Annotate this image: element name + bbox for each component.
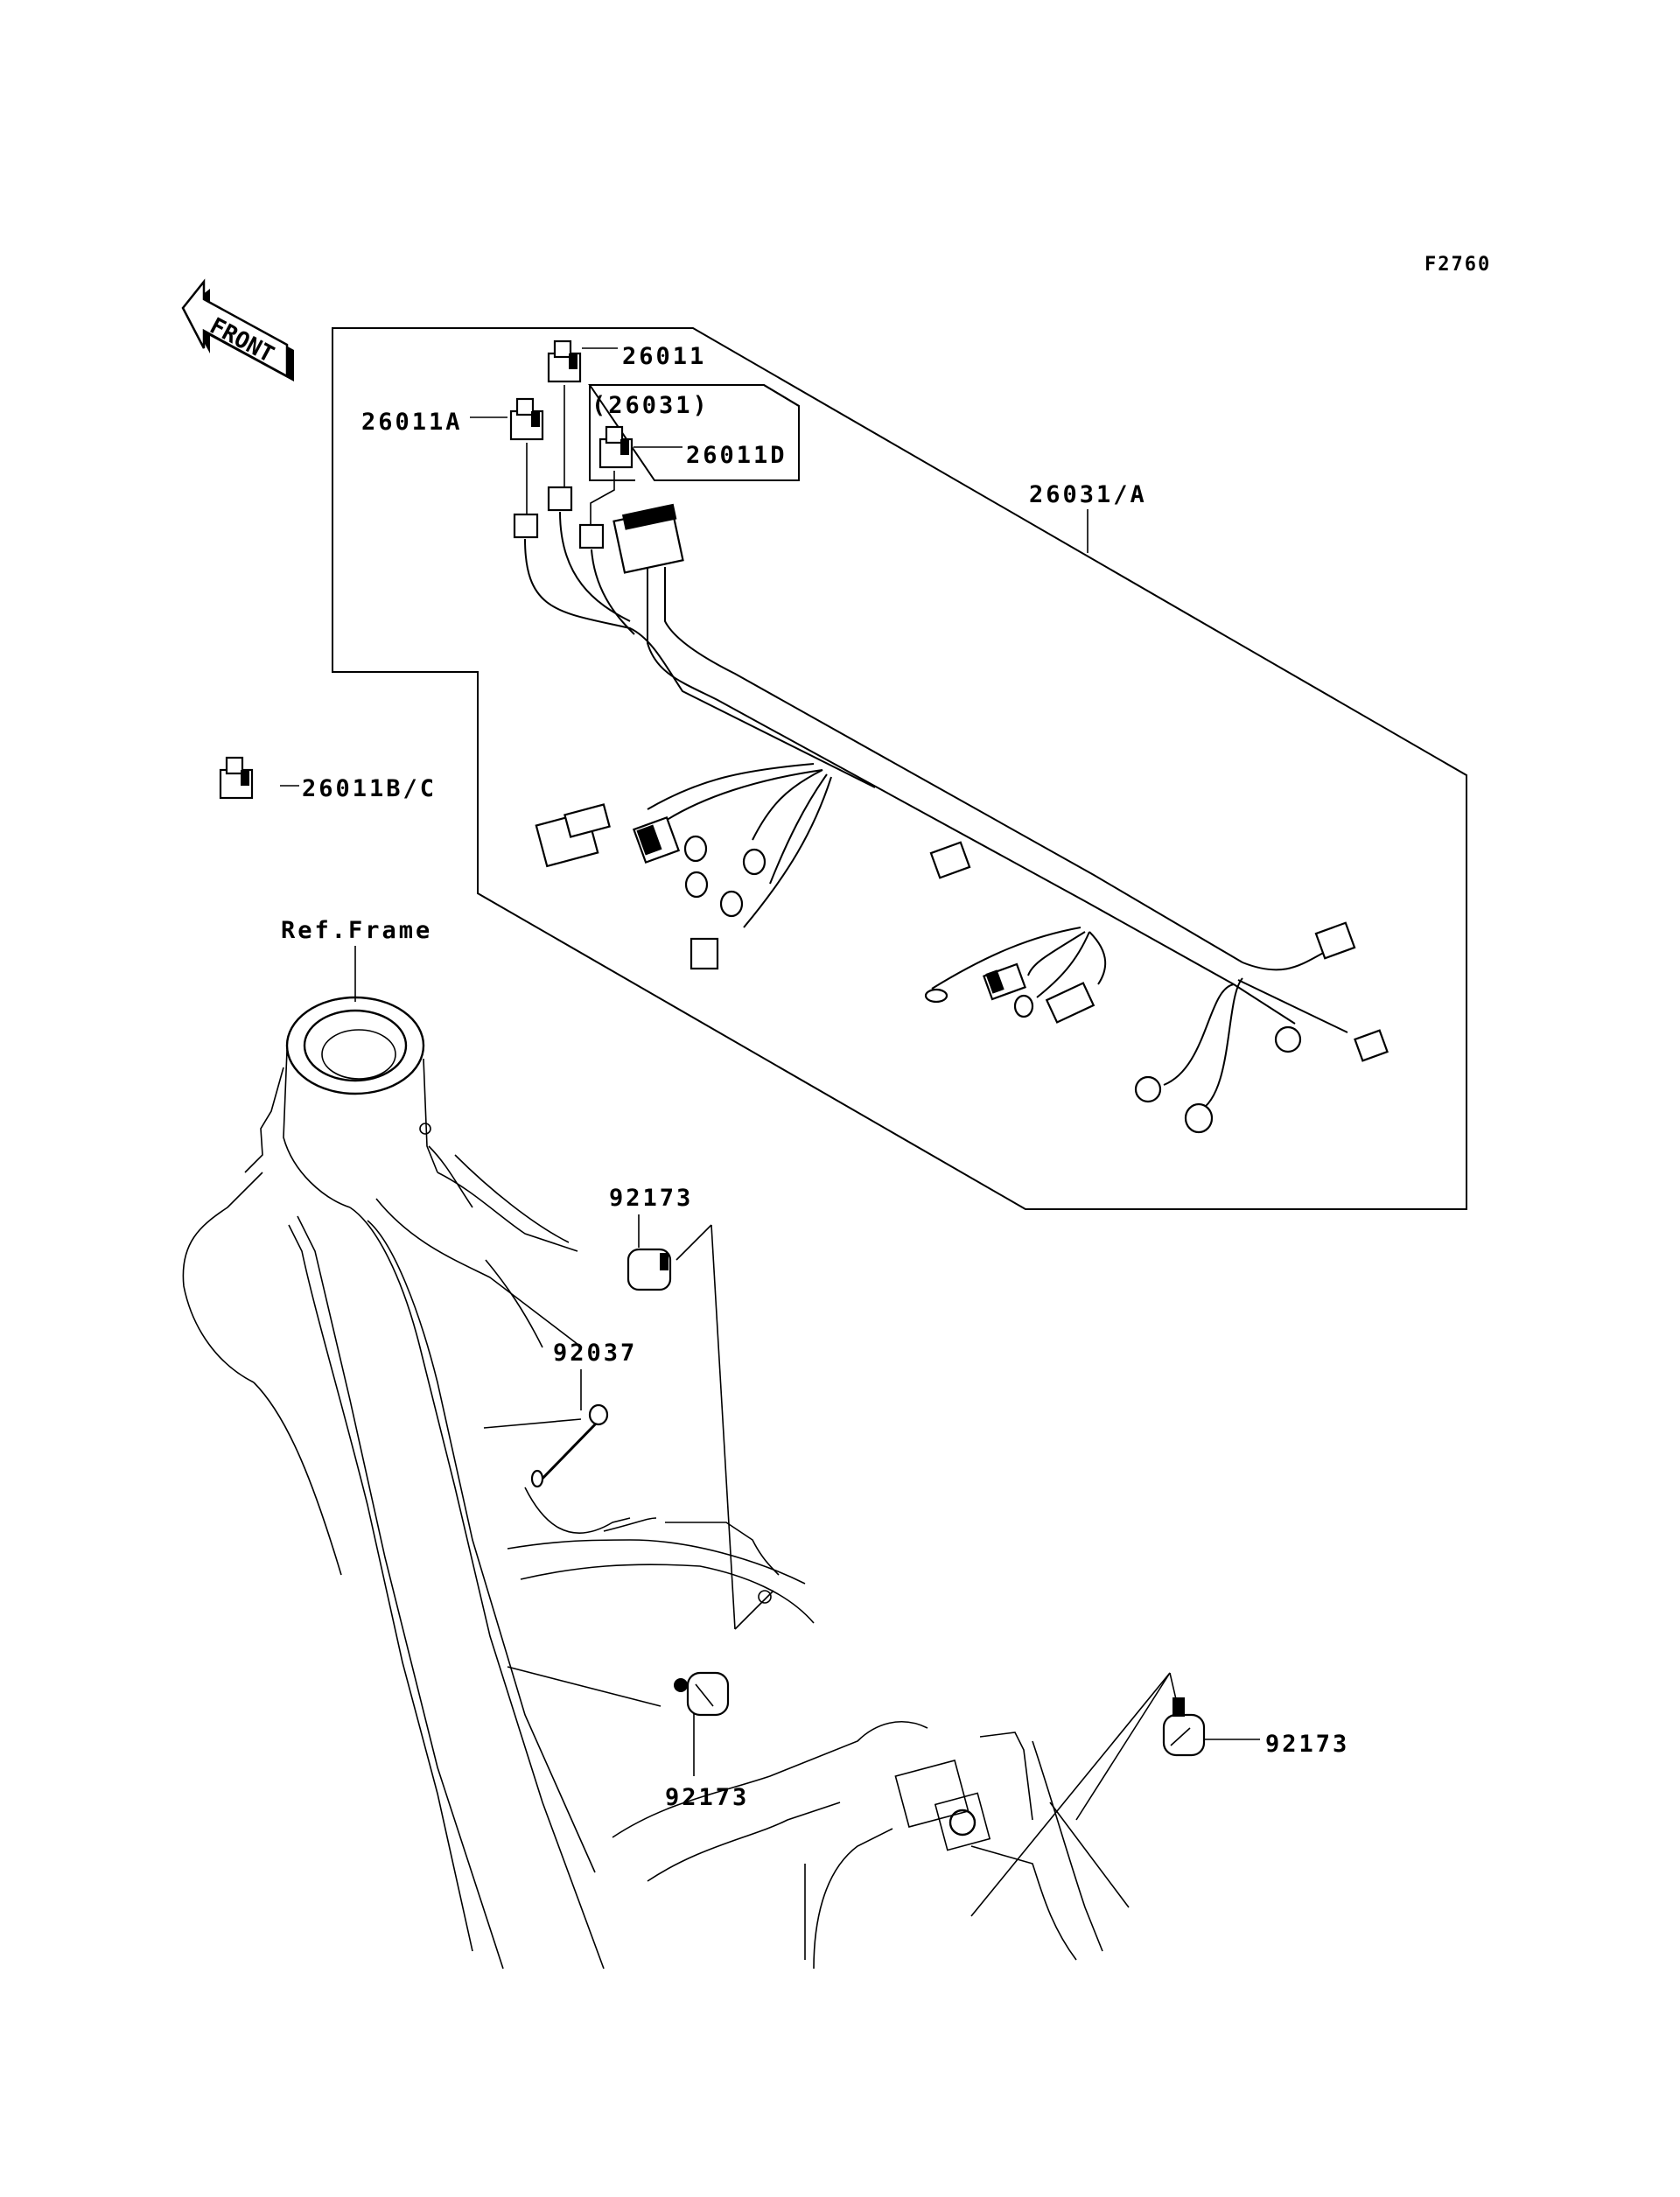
callout-92173-upper: 92173 [609, 1185, 693, 1212]
callout-26011: 26011 [622, 343, 706, 370]
sub-group-label: (26031) [592, 392, 710, 419]
callout-92173-lower-left: 92173 [665, 1784, 749, 1811]
connector-26011D-icon [590, 425, 634, 529]
clamp-92037-icon [530, 1403, 609, 1488]
connector-26011A-icon [509, 397, 544, 516]
group-box-label: 26031/A [1029, 481, 1147, 508]
ref-frame-label: Ref.Frame [281, 917, 432, 944]
clamp-92173-upper-icon [626, 1248, 672, 1291]
front-arrow-icon: FRONT [181, 278, 294, 381]
connector-26011BC-icon [219, 756, 254, 800]
reference-frame [182, 996, 1130, 1970]
callout-92037: 92037 [553, 1340, 637, 1367]
harness-group-box [332, 327, 1467, 1210]
clamp-92173-lower-right-icon [1162, 1697, 1206, 1757]
figure-id: F2760 [1424, 254, 1491, 276]
callout-26011D: 26011D [686, 442, 788, 469]
callout-26011A: 26011A [361, 409, 463, 436]
wire-harness [524, 511, 1348, 1112]
harness-branch-connectors [535, 803, 1389, 1134]
callout-92173-lower-right: 92173 [1265, 1731, 1349, 1758]
harness-top-connectors [513, 486, 684, 574]
clamp-92173-lower-left-icon [674, 1671, 730, 1717]
connector-26011-icon [547, 339, 582, 490]
callout-26011BC: 26011B/C [302, 775, 437, 802]
